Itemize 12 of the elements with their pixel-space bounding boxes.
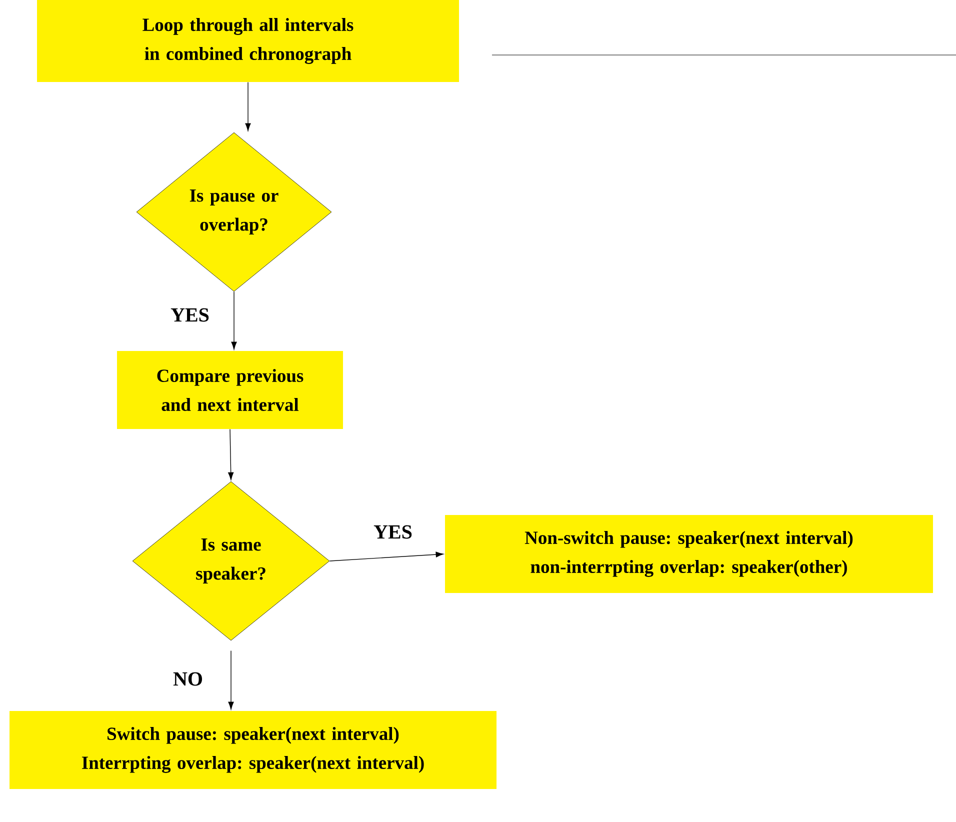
arrow: [245, 82, 251, 132]
edge-label: YES: [170, 308, 209, 322]
edge-label: YES: [374, 525, 412, 539]
arrow: [329, 552, 444, 562]
process-box: Switch pause: speaker(next interval) Interrpting overlap: speaker(next interval): [10, 711, 496, 789]
arrow: [231, 291, 237, 350]
process-box: Non-switch pause: speaker(next interval) non-interrpting overlap: speaker(other): [445, 515, 933, 593]
process-box: Loop through all intervals in combined chronograph: [37, 0, 459, 82]
arrow: [228, 428, 234, 480]
arrow: [228, 650, 234, 710]
edge-label: NO: [173, 672, 202, 686]
process-box: Compare previous and next interval: [117, 351, 343, 429]
